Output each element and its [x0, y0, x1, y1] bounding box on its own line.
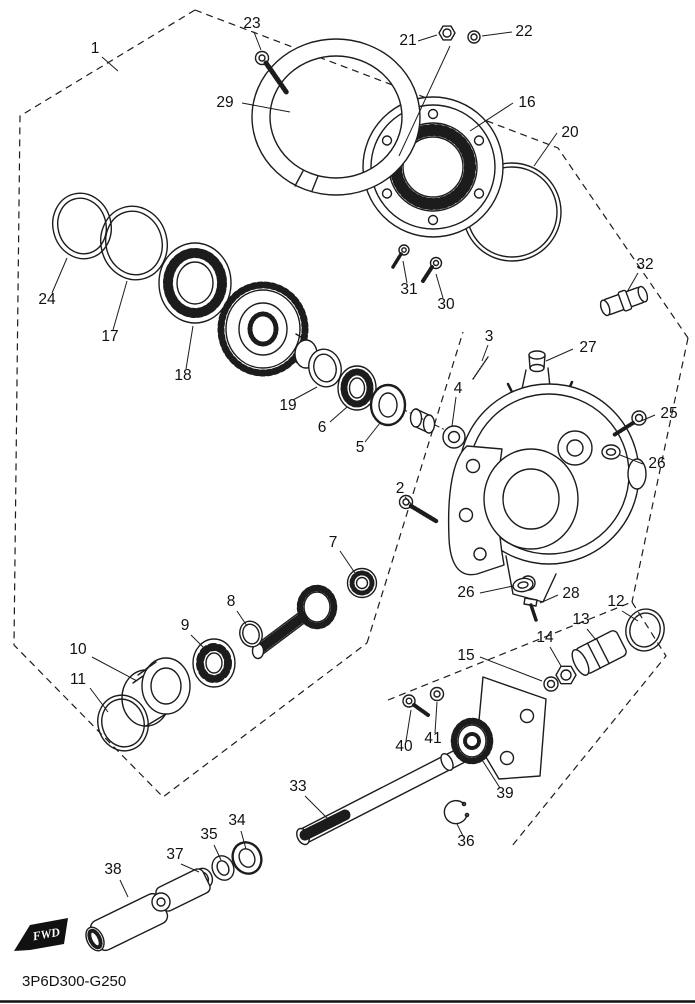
part-oring-11 [97, 694, 149, 752]
callout-25: 25 [660, 405, 677, 422]
callout-3: 3 [485, 328, 494, 345]
part-ring-29 [251, 38, 421, 196]
callout-1: 1 [91, 40, 100, 57]
part-bolt-23 [254, 50, 290, 96]
part-bolt-30 [421, 256, 443, 283]
boundary-left-plane-right-edge [366, 331, 464, 644]
part-snap-ring-36 [443, 799, 470, 825]
callout-28: 28 [562, 585, 579, 602]
part-washer-26-right [601, 444, 621, 460]
boundary-shaft-plane-top [387, 601, 633, 701]
boundary-top-edge [194, 9, 689, 339]
callout-29: 29 [216, 94, 233, 111]
part-washer-22 [467, 30, 481, 44]
callout-38: 38 [104, 861, 121, 878]
part-coupling-13 [571, 630, 627, 676]
callout-4: 4 [454, 380, 463, 397]
part-bolt-28 [523, 597, 538, 622]
callout-31: 31 [400, 281, 417, 298]
callout-40: 40 [395, 738, 413, 755]
callout-2: 2 [396, 480, 405, 497]
callout-labels: 1 23 21 22 29 16 20 24 17 18 19 6 5 31 3… [38, 15, 677, 878]
part-bearing-9 [192, 638, 236, 688]
part-washer-19 [308, 348, 342, 388]
callout-19: 19 [279, 397, 296, 414]
part-housing [447, 367, 647, 603]
callout-33: 33 [289, 778, 306, 795]
part-bolt-2 [398, 494, 439, 524]
part-bolt-31 [391, 244, 410, 269]
callout-16: 16 [518, 94, 535, 111]
part-ring-gear [217, 281, 318, 377]
boundary-left-plane [13, 9, 368, 798]
part-cap-27 [528, 350, 546, 373]
boundary-shaft-plane-right [511, 601, 667, 847]
part-bearing-7 [346, 567, 378, 599]
callout-34: 34 [228, 812, 246, 829]
assembly-boundary-lines [13, 9, 689, 847]
callout-22: 22 [515, 23, 532, 40]
callout-36: 36 [457, 833, 474, 850]
part-bolt-25 [612, 410, 647, 437]
part-nut-14 [555, 665, 577, 685]
part-pinion-gear [251, 584, 338, 660]
fwd-marker: FWD [14, 918, 68, 951]
callout-32: 32 [636, 256, 653, 273]
fwd-flag [14, 918, 68, 951]
part-oring-24 [52, 192, 112, 260]
part-washer-26-middle [512, 577, 534, 593]
part-bearing-6 [337, 365, 377, 411]
callout-14: 14 [536, 629, 554, 646]
part-washer-15 [543, 676, 559, 692]
part-retainer-plate [476, 676, 547, 780]
callout-10: 10 [69, 641, 87, 658]
part-code: 3P6D300-G250 [22, 973, 126, 990]
callout-21: 21 [399, 32, 416, 49]
part-washer-41 [429, 686, 445, 702]
callout-23: 23 [243, 15, 260, 32]
callout-30: 30 [437, 296, 455, 313]
callout-15: 15 [457, 647, 474, 664]
part-spacer-4 [409, 408, 436, 434]
part-seal-35 [211, 855, 235, 881]
callout-41: 41 [424, 730, 441, 747]
callout-26-a: 26 [648, 455, 665, 472]
part-collar-nut [442, 425, 466, 449]
part-oring-12 [625, 608, 665, 652]
callout-26-b: 26 [457, 584, 474, 601]
callout-27: 27 [579, 339, 596, 356]
part-gear-39 [450, 717, 494, 765]
callout-13: 13 [572, 611, 589, 628]
part-universal-joint-38 [85, 868, 211, 952]
callout-17: 17 [101, 328, 118, 345]
callout-7: 7 [329, 534, 338, 551]
part-drive-shaft-33 [296, 747, 468, 846]
leader-lines [51, 31, 656, 898]
part-stud-3 [472, 356, 489, 380]
part-retainer-10 [121, 657, 191, 727]
callout-18: 18 [174, 367, 191, 384]
callout-37: 37 [166, 846, 183, 863]
part-nut-21 [438, 25, 456, 41]
callout-11: 11 [70, 671, 86, 688]
part-bolt-40 [402, 694, 430, 717]
part-bearing-34 [231, 841, 263, 875]
callout-12: 12 [607, 593, 624, 610]
callout-35: 35 [200, 826, 217, 843]
part-shim-8 [239, 620, 263, 648]
part-bearing-18 [158, 242, 232, 324]
callout-39: 39 [496, 785, 513, 802]
callout-20: 20 [561, 124, 579, 141]
callout-9: 9 [181, 617, 190, 634]
callout-24: 24 [38, 291, 56, 308]
part-seal-5 [369, 383, 407, 427]
part-ring-17 [100, 205, 168, 281]
callout-5: 5 [356, 439, 365, 456]
callout-8: 8 [227, 593, 236, 610]
fwd-label: FWD [31, 925, 62, 944]
callout-6: 6 [318, 419, 327, 436]
boundary-right-edge [631, 337, 689, 603]
part-fitting-32 [599, 285, 649, 317]
